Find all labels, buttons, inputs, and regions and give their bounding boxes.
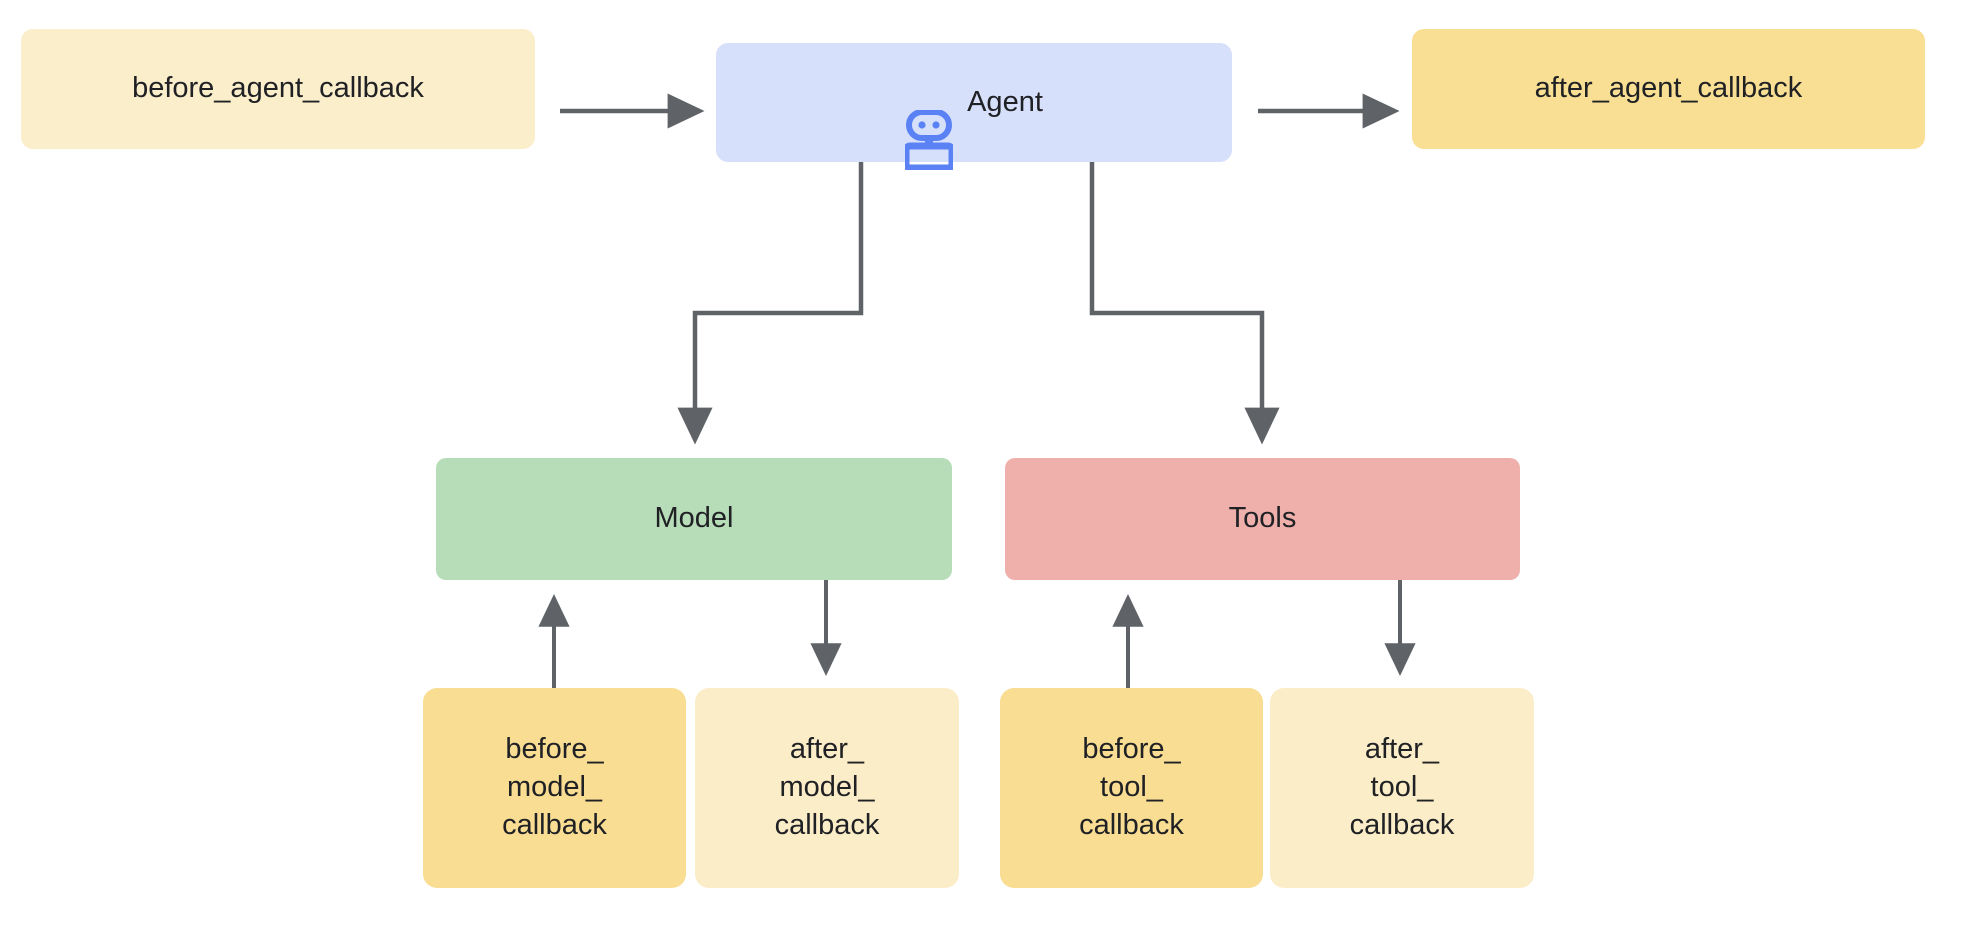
edge-agent-to-tools [1089, 162, 1280, 445]
node-before-agent-callback-label: before_agent_callback [132, 72, 424, 105]
node-before-model-callback-label: before_ model_ callback [502, 733, 607, 841]
node-before-tool-callback[interactable]: before_ tool_ callback [1000, 688, 1263, 888]
node-after-model-callback[interactable]: after_ model_ callback [695, 688, 959, 888]
node-before-model-callback[interactable]: before_ model_ callback [423, 688, 686, 888]
node-model-label: Model [654, 502, 734, 535]
node-after-model-callback-label: after_ model_ callback [774, 733, 880, 841]
node-after-tool-callback[interactable]: after_ tool_ callback [1270, 688, 1534, 888]
node-agent-label: Agent [967, 85, 1043, 118]
edge-agent-to-model [677, 162, 864, 445]
robot-icon [902, 73, 956, 172]
node-agent[interactable]: Agent [716, 43, 1232, 172]
node-after-agent-callback[interactable]: after_agent_callback [1412, 29, 1925, 149]
node-before-agent-callback[interactable]: before_agent_callback [21, 29, 535, 149]
node-model[interactable]: Model [436, 458, 952, 580]
node-after-agent-callback-label: after_agent_callback [1534, 72, 1803, 105]
node-tools-label: Tools [1228, 502, 1297, 535]
node-tools[interactable]: Tools [1005, 458, 1520, 580]
node-before-tool-callback-label: before_ tool_ callback [1079, 733, 1184, 841]
node-after-tool-callback-label: after_ tool_ callback [1349, 733, 1455, 841]
